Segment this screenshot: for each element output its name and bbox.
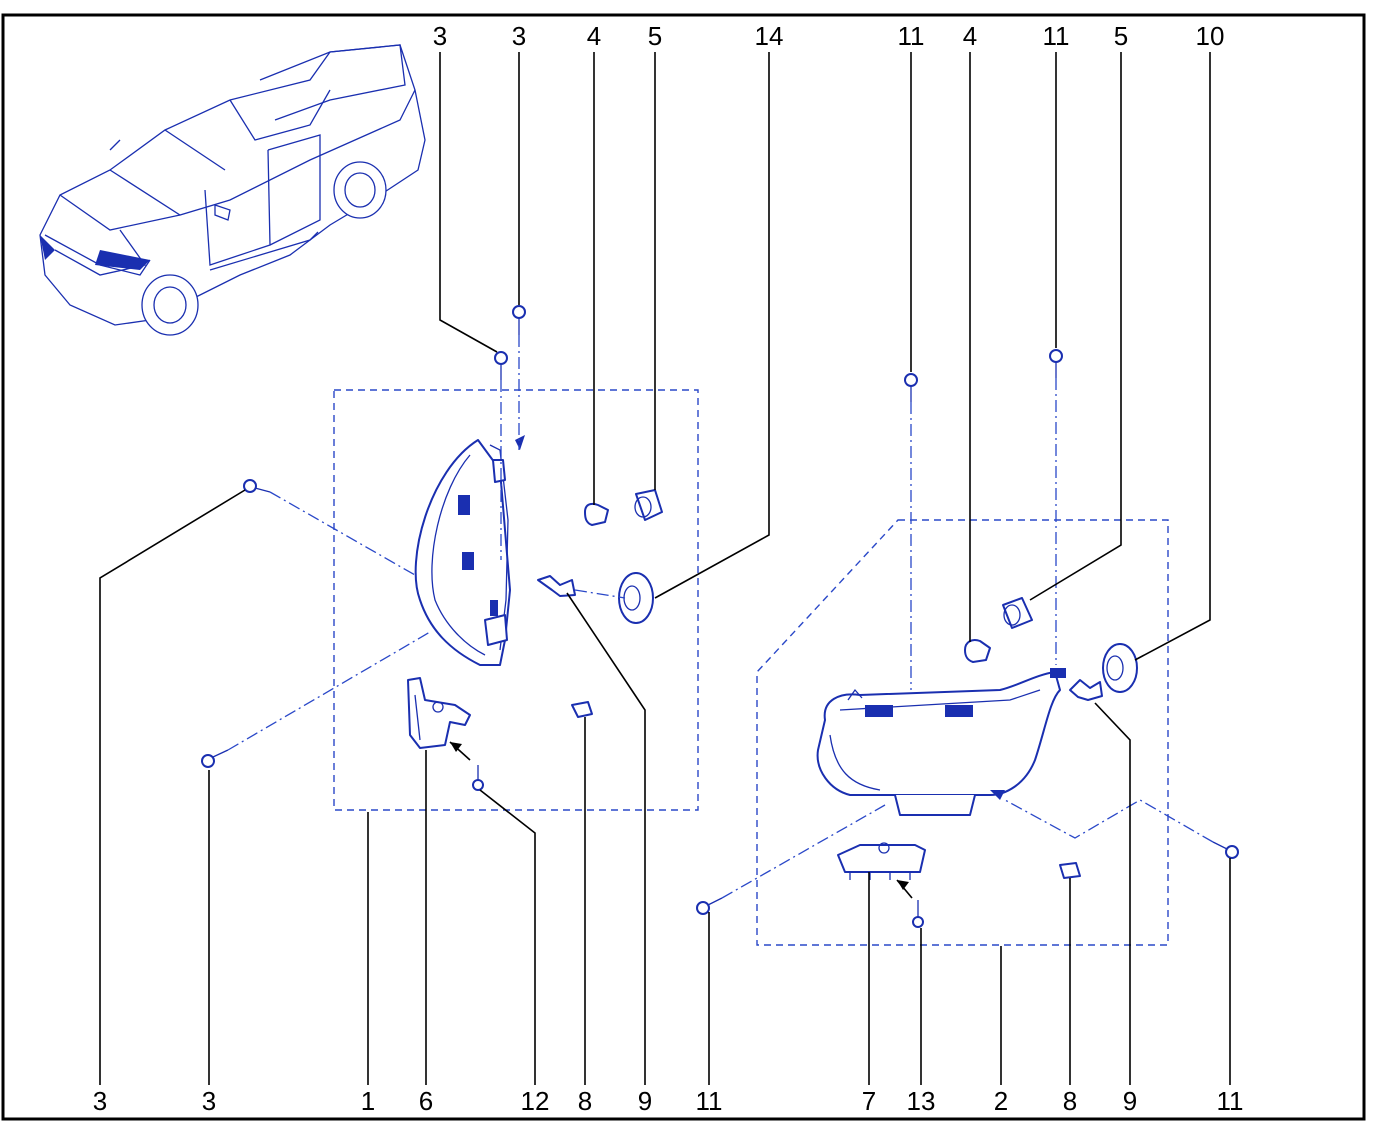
screw-3-top-a [512, 305, 526, 335]
callout-label: 5 [648, 21, 662, 51]
screw-3-left-a [243, 479, 271, 493]
right-main-bulb-9 [1069, 679, 1103, 701]
callout-label: 10 [1196, 21, 1225, 51]
callout-label: 2 [994, 1086, 1008, 1116]
callout-label: 7 [862, 1086, 876, 1116]
callout-label: 8 [1063, 1086, 1077, 1116]
callout-label: 13 [907, 1086, 936, 1116]
left-headlamp-bracket [407, 677, 471, 749]
right-bulb-holder-5 [1002, 597, 1033, 629]
right-socket-cover-10 [1102, 643, 1138, 693]
arrow-12-head [450, 742, 462, 752]
screw-11-right [1212, 841, 1239, 859]
screw-3-top-b [494, 351, 508, 380]
screw-11-top-b [1049, 349, 1063, 378]
assembly-lines [227, 335, 1214, 899]
callout-label: 4 [963, 21, 977, 51]
left-headlamp-assembly-box [333, 389, 699, 811]
right-headlamp-bracket [837, 842, 926, 880]
callout-label: 8 [578, 1086, 592, 1116]
screw-13 [912, 900, 924, 928]
left-main-bulb-9 [537, 575, 576, 597]
right-headlamp-assembly-box [756, 519, 1169, 946]
callout-label: 3 [202, 1086, 216, 1116]
callout-labels: 3 3 4 5 14 11 4 11 5 10 3 3 1 6 12 8 9 1… [93, 21, 1244, 1116]
callout-label: 3 [433, 21, 447, 51]
screw-11-left [696, 897, 723, 915]
callout-label: 6 [419, 1086, 433, 1116]
callout-label: 11 [696, 1086, 723, 1116]
left-side-lamp-bulb-8 [571, 701, 593, 718]
callout-label: 14 [755, 21, 784, 51]
callout-label: 12 [521, 1086, 550, 1116]
callout-label: 11 [898, 21, 925, 51]
callout-label: 1 [361, 1086, 375, 1116]
left-bulb-4 [584, 502, 609, 526]
callout-label: 5 [1114, 21, 1128, 51]
leader-lines [99, 52, 1231, 1085]
callout-label: 4 [587, 21, 601, 51]
callout-label: 11 [1043, 21, 1070, 51]
screw-11-top-a [904, 373, 918, 402]
callout-label: 3 [512, 21, 526, 51]
diagram-frame [1, 13, 1366, 1121]
left-bulb-holder-5 [634, 489, 663, 521]
callout-label: 9 [638, 1086, 652, 1116]
right-headlamp-unit [816, 668, 1066, 816]
screw-3-left-b [201, 749, 229, 768]
right-side-lamp-bulb-8 [1059, 862, 1081, 879]
screw-12 [472, 765, 484, 791]
right-bulb-4 [964, 639, 991, 663]
callout-label: 11 [1217, 1086, 1244, 1116]
arrow-13-head [897, 880, 909, 890]
pickup-truck-illustration [39, 44, 426, 336]
callout-label: 3 [93, 1086, 107, 1116]
left-headlamp-unit [414, 435, 525, 666]
callout-label: 9 [1123, 1086, 1137, 1116]
